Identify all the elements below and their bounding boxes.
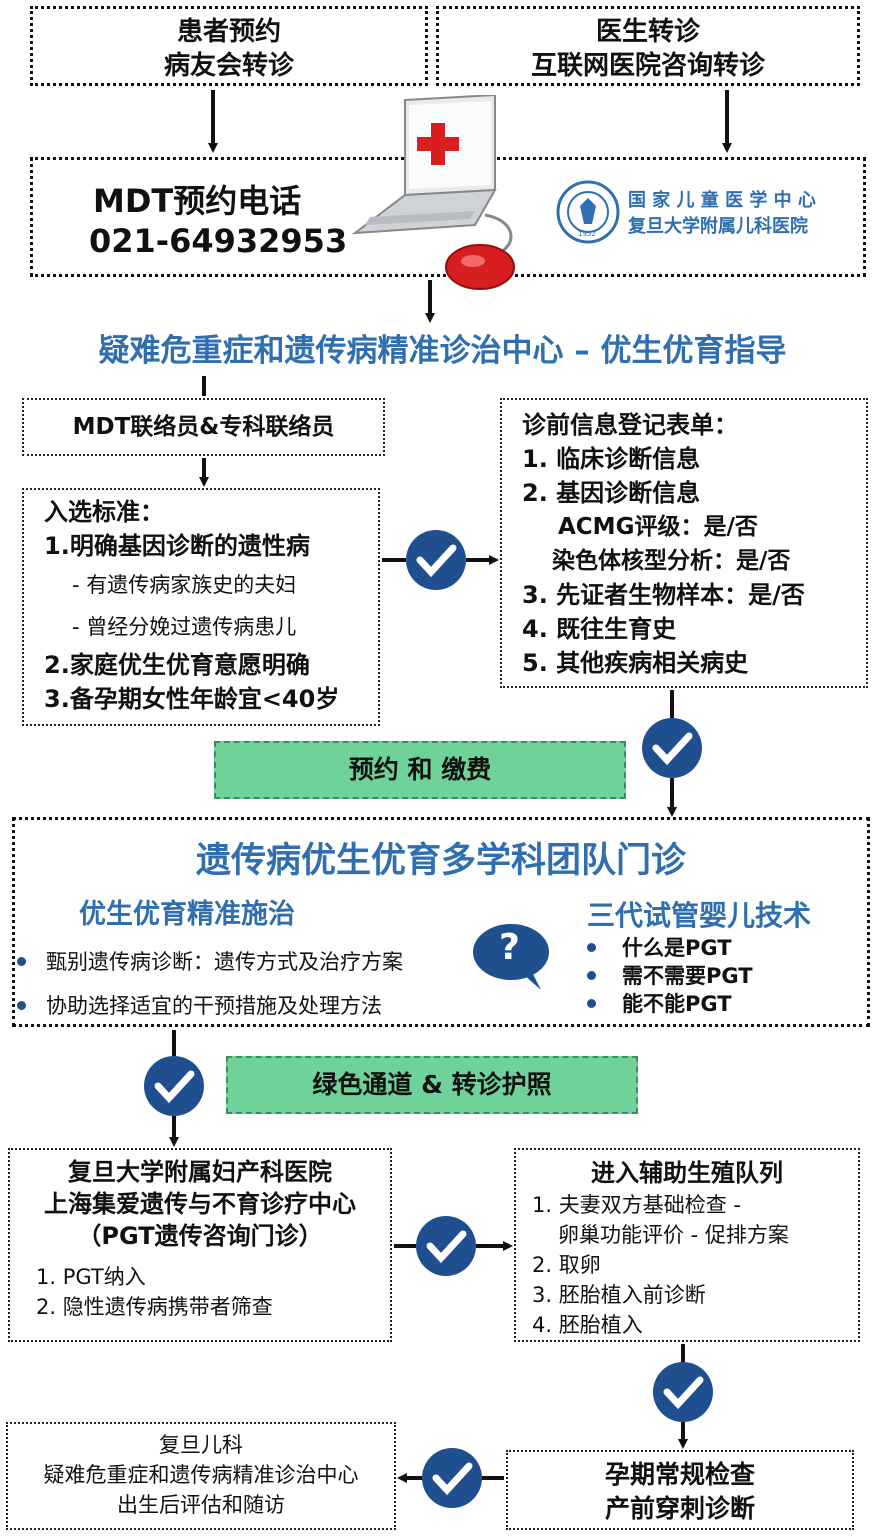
box-booking-payment: 预约 和 缴费: [214, 741, 626, 799]
mdt-clinic-left-heading: 优生优育精准施治: [79, 899, 295, 930]
followup-line3: 出生后评估和随访: [117, 1493, 285, 1517]
box-liaison: MDT联络员&专科联络员: [22, 398, 385, 456]
assisted-item: 1. 夫妻双方基础检查 -: [532, 1193, 741, 1217]
fudan-maternity-line1: 复旦大学附属妇产科医院: [68, 1158, 332, 1186]
criteria-subitem: - 有遗传病家族史的夫妇: [72, 573, 297, 597]
mdt-clinic-right-item: 能不能PGT: [587, 988, 732, 1018]
criteria-title: 入选标准：: [44, 498, 164, 526]
mdt-clinic-right-heading: 三代试管婴儿技术: [587, 899, 812, 932]
box-pregnancy: 孕期常规检查 产前穿刺诊断: [506, 1450, 854, 1530]
bullet-icon: [587, 970, 596, 980]
form-item: 2. 基因诊断信息: [522, 479, 701, 507]
doctor-referral-line2: 互联网医院咨询转诊: [530, 51, 765, 81]
liaison-label: MDT联络员&专科联络员: [72, 414, 335, 440]
fudan-maternity-line3: （PGT遗传咨询门诊）: [77, 1222, 323, 1250]
mdt-clinic-title: 遗传病优生优育多学科团队门诊: [195, 841, 686, 881]
mdt-clinic-right-item-text: 什么是PGT: [622, 936, 732, 960]
box-patient-booking: 患者预约 病友会转诊: [30, 6, 428, 86]
pregnancy-line2: 产前穿刺诊断: [604, 1494, 755, 1523]
box-fudan-maternity: 复旦大学附属妇产科医院 上海集爱遗传与不育诊疗中心 （PGT遗传咨询门诊） 1.…: [8, 1148, 392, 1342]
center-title: 疑难危重症和遗传病精准诊治中心 – 优生优育指导: [98, 333, 787, 369]
criteria-subitem: - 曾经分娩过遗传病患儿: [72, 615, 297, 639]
check-icon-2: [642, 718, 702, 778]
mdt-clinic-right-item-text: 能不能PGT: [622, 992, 732, 1016]
pregnancy-line1: 孕期常规检查: [604, 1460, 755, 1489]
box-green-channel: 绿色通道 & 转诊护照: [226, 1056, 638, 1114]
mdt-clinic-right-item: 需不需要PGT: [587, 960, 753, 990]
assisted-item: 2. 取卵: [532, 1253, 601, 1277]
doctor-referral-line1: 医生转诊: [595, 17, 700, 47]
fudan-maternity-line2: 上海集爱遗传与不育诊疗中心: [44, 1190, 356, 1218]
followup-line2: 疑难危重症和遗传病精准诊治中心: [43, 1463, 359, 1487]
fudan-maternity-item: 2. 隐性遗传病携带者筛查: [36, 1295, 273, 1319]
form-item: 5. 其他疾病相关病史: [522, 649, 749, 677]
box-criteria: 入选标准： 1.明确基因诊断的遗性病 - 有遗传病家族史的夫妇 - 曾经分娩过遗…: [22, 488, 380, 726]
check-icon-3: [144, 1056, 204, 1116]
hospital-name-line2: 复旦大学附属儿科医院: [628, 216, 808, 237]
mdt-clinic-left-item-text: 甄别遗传病诊断：遗传方式及治疗方案: [46, 950, 403, 974]
check-icon-1: [406, 530, 466, 590]
hospital-name-line1: 国 家 儿 童 医 学 中 心: [628, 190, 816, 211]
form-item: 1. 临床诊断信息: [522, 445, 701, 473]
form-item: 4. 既往生育史: [522, 615, 677, 643]
bullet-icon: [587, 998, 596, 1008]
bullet-icon: [17, 956, 26, 966]
criteria-item: 1.明确基因诊断的遗性病: [44, 532, 310, 560]
booking-label: 预约 和 缴费: [348, 755, 492, 784]
box-pre-visit-form: 诊前信息登记表单： 1. 临床诊断信息 2. 基因诊断信息 ACMG评级：是/否…: [500, 398, 868, 688]
form-title: 诊前信息登记表单：: [522, 411, 738, 439]
box-assisted-reproduction: 进入辅助生殖队列 1. 夫妻双方基础检查 - 卵巢功能评价 - 促排方案 2. …: [514, 1148, 860, 1342]
hospital-seal-year: 1952: [578, 230, 596, 238]
mdt-phone-label: MDT预约电话: [93, 182, 302, 220]
hospital-seal-icon: [556, 180, 620, 244]
mdt-clinic-left-item: 协助选择适宜的干预措施及处理方法: [17, 990, 382, 1020]
check-icon-6: [422, 1448, 482, 1508]
check-icon-4: [416, 1216, 476, 1276]
hospital-logo: 1952 国 家 儿 童 医 学 中 心 复旦大学附属儿科医院: [556, 178, 856, 248]
fudan-maternity-item: 1. PGT纳入: [36, 1265, 146, 1289]
mdt-phone-number: 021-64932953: [89, 222, 348, 260]
box-mdt-clinic: 遗传病优生优育多学科团队门诊 优生优育精准施治 三代试管婴儿技术 甄别遗传病诊断…: [12, 817, 870, 1027]
bullet-icon: [587, 942, 596, 952]
assisted-item: 4. 胚胎植入: [532, 1313, 643, 1337]
mdt-clinic-right-item: 什么是PGT: [587, 932, 732, 962]
assisted-item: 卵巢功能评价 - 促排方案: [558, 1223, 789, 1247]
box-followup: 复旦儿科 疑难危重症和遗传病精准诊治中心 出生后评估和随访: [6, 1422, 396, 1530]
mdt-clinic-left-item: 甄别遗传病诊断：遗传方式及治疗方案: [17, 946, 403, 976]
check-icon-5: [653, 1362, 713, 1422]
criteria-item: 2.家庭优生优育意愿明确: [44, 651, 310, 679]
patient-booking-line2: 病友会转诊: [163, 51, 294, 81]
green-channel-label: 绿色通道 & 转诊护照: [312, 1070, 552, 1099]
laptop-icon: [351, 95, 515, 290]
question-bubble-icon: [473, 924, 549, 990]
assisted-item: 3. 胚胎植入前诊断: [532, 1283, 706, 1307]
criteria-item: 3.备孕期女性年龄宜<40岁: [44, 685, 340, 713]
assisted-title: 进入辅助生殖队列: [591, 1159, 783, 1187]
question-mark: ?: [499, 927, 520, 968]
mdt-clinic-right-item-text: 需不需要PGT: [622, 964, 753, 988]
bullet-icon: [17, 1000, 26, 1010]
box-doctor-referral: 医生转诊 互联网医院咨询转诊: [436, 6, 860, 86]
patient-booking-line1: 患者预约: [176, 17, 281, 47]
form-subitem: 染色体核型分析：是/否: [552, 548, 791, 574]
mdt-clinic-left-item-text: 协助选择适宜的干预措施及处理方法: [46, 994, 382, 1018]
form-item: 3. 先证者生物样本：是/否: [522, 581, 805, 609]
followup-line1: 复旦儿科: [159, 1433, 243, 1457]
form-subitem: ACMG评级：是/否: [558, 514, 758, 540]
